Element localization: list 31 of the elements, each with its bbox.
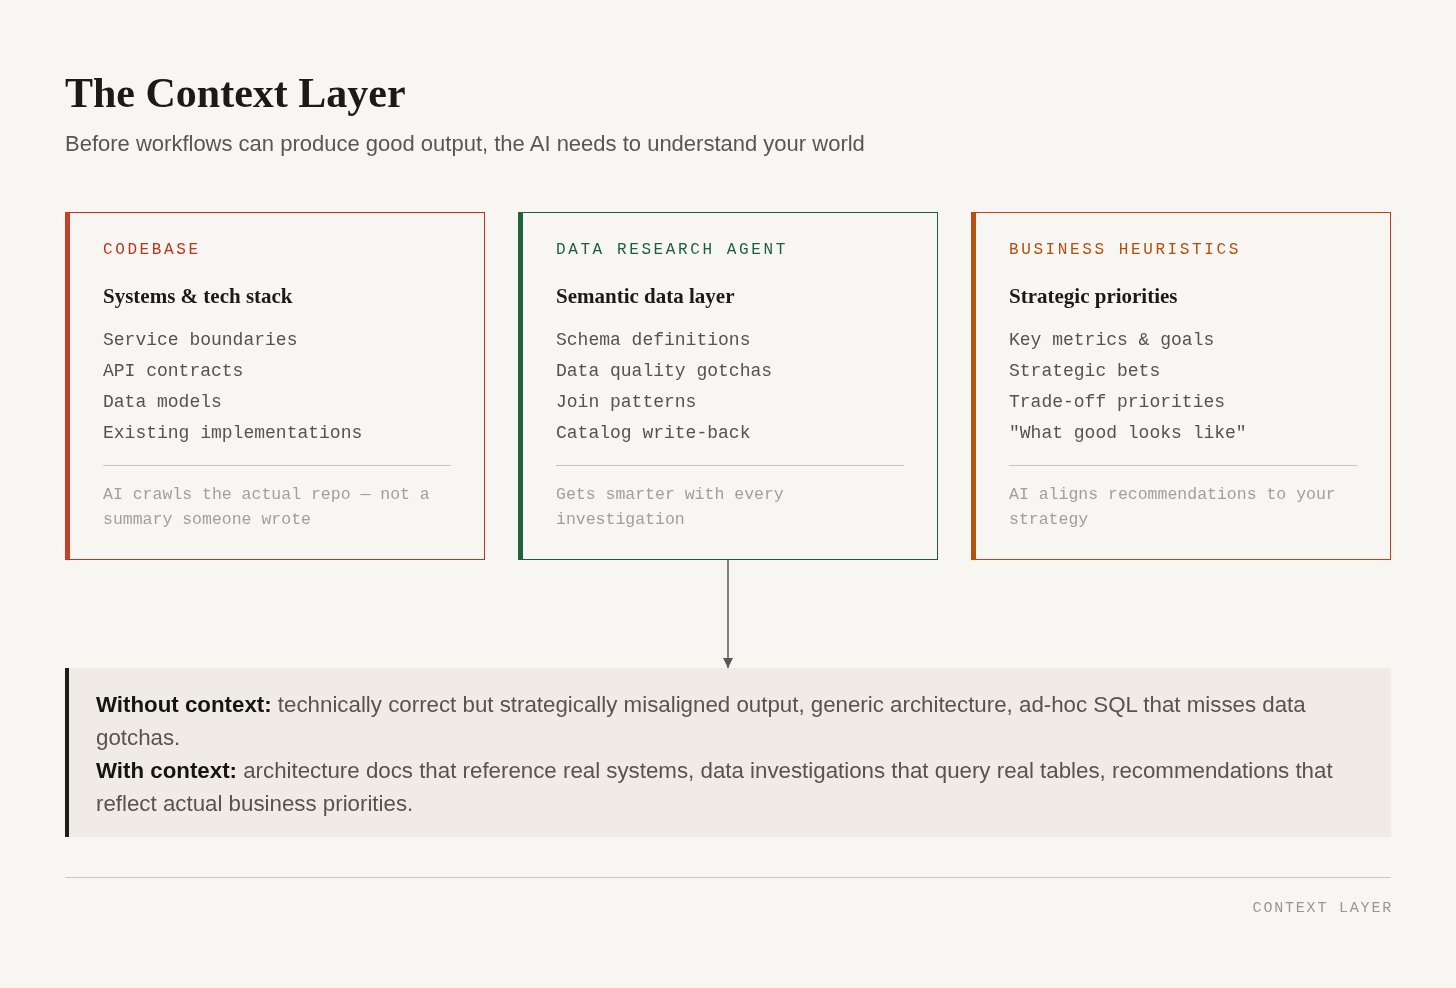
card-heading: Strategic priorities: [1009, 283, 1178, 309]
list-item: Join patterns: [556, 391, 697, 414]
list-item: Strategic bets: [1009, 360, 1161, 383]
page-title: The Context Layer: [65, 69, 406, 117]
category-label: DATA RESEARCH AGENT: [556, 240, 788, 260]
list-item: Schema definitions: [556, 329, 751, 352]
list-item: Catalog write-back: [556, 422, 751, 445]
context-card: [65, 212, 485, 560]
list-item: "What good looks like": [1009, 422, 1247, 445]
list-item: Existing implementations: [103, 422, 363, 445]
list-item: API contracts: [103, 360, 244, 383]
callout-text: With context: architecture docs that reference real systems, data investigations that query real tables, recommendations that reflect actual business priorities.: [96, 757, 1334, 818]
category-label: CODEBASE: [103, 240, 201, 260]
list-item: Service boundaries: [103, 329, 298, 352]
card-note: AI aligns recommendations to your strategy: [1009, 484, 1337, 531]
list-item: Data models: [103, 391, 222, 414]
subtitle: Before workflows can produce good output, the AI needs to understand your world: [65, 130, 865, 158]
category-label: BUSINESS HEURISTICS: [1009, 240, 1241, 260]
context-card: [971, 212, 1391, 560]
card-heading: Systems & tech stack: [103, 283, 293, 309]
callout-text: Without context: technically correct but strategically misaligned output, generic architecture, ad-hoc SQL that misses data gotchas.: [96, 691, 1307, 752]
callout-panel: [65, 668, 1391, 837]
card-heading: Semantic data layer: [556, 283, 735, 309]
card-note: Gets smarter with every investigation: [556, 484, 785, 531]
list-item: Key metrics & goals: [1009, 329, 1215, 352]
arrow: [723, 559, 733, 669]
list-item: Data quality gotchas: [556, 360, 773, 383]
context-card: [518, 212, 938, 560]
list-item: Trade-off priorities: [1009, 391, 1226, 414]
card-note: AI crawls the actual repo — not a summary someone wrote: [103, 484, 431, 531]
footer-label: CONTEXT LAYER: [1252, 899, 1393, 919]
